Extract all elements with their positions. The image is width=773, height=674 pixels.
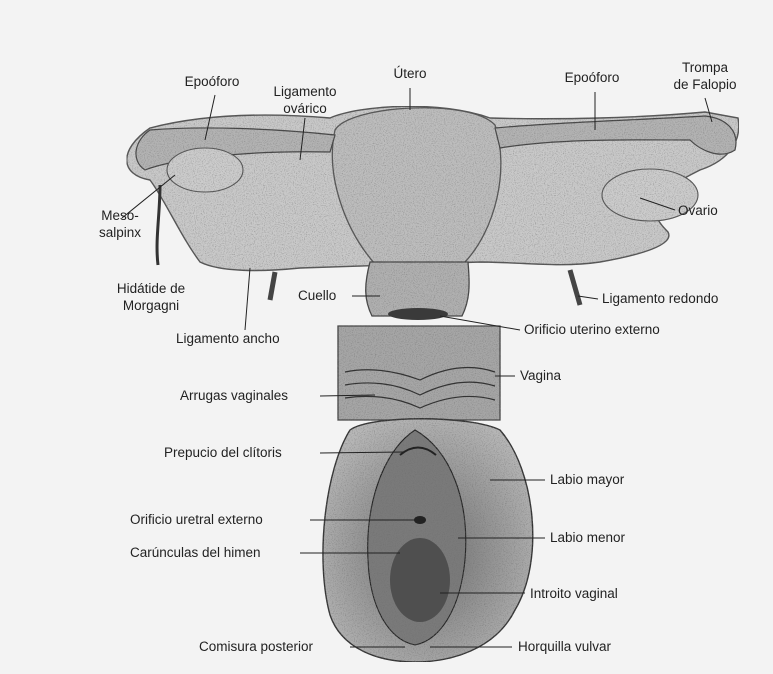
label-hidatide-1: Hidátide de (117, 281, 185, 297)
label-arrugas: Arrugas vaginales (180, 388, 288, 404)
label-utero: Útero (393, 66, 426, 82)
label-introito: Introito vaginal (530, 586, 618, 602)
label-trompa-1: Trompa (682, 60, 728, 76)
urethral-orifice (414, 516, 426, 524)
label-caruncula: Carúnculas del himen (130, 545, 261, 561)
vaginal-introitus (390, 538, 450, 622)
label-ligamento-ancho: Ligamento ancho (176, 331, 280, 347)
label-ligamento-ovarico-1: Ligamento (273, 84, 336, 100)
label-orificio-uretral: Orificio uretral externo (130, 512, 263, 528)
vagina (338, 326, 500, 420)
label-vagina: Vagina (520, 368, 561, 384)
label-horquilla: Horquilla vulvar (518, 639, 611, 655)
label-labio-menor: Labio menor (550, 530, 625, 546)
label-cuello: Cuello (298, 288, 336, 304)
label-trompa-2: de Falopio (673, 77, 736, 93)
label-mesosalpinx-1: Meso- (101, 208, 139, 224)
label-ovario: Ovario (678, 203, 718, 219)
label-epooforo-left: Epoóforo (185, 74, 240, 90)
label-ligamento-ovarico-2: ovárico (283, 101, 327, 117)
label-comisura: Comisura posterior (199, 639, 313, 655)
label-hidatide-2: Morgagni (123, 298, 179, 314)
label-ligamento-redondo: Ligamento redondo (602, 291, 718, 307)
label-labio-mayor: Labio mayor (550, 472, 624, 488)
label-prepucio: Prepucio del clítoris (164, 445, 282, 461)
uterus-body (332, 108, 500, 264)
label-mesosalpinx-2: salpinx (99, 225, 141, 241)
label-orificio-uterino: Orificio uterino externo (524, 322, 660, 338)
cervix (366, 262, 469, 316)
label-epooforo-right: Epoóforo (565, 70, 620, 86)
external-uterine-orifice (388, 308, 448, 320)
ovary-left (167, 148, 243, 192)
